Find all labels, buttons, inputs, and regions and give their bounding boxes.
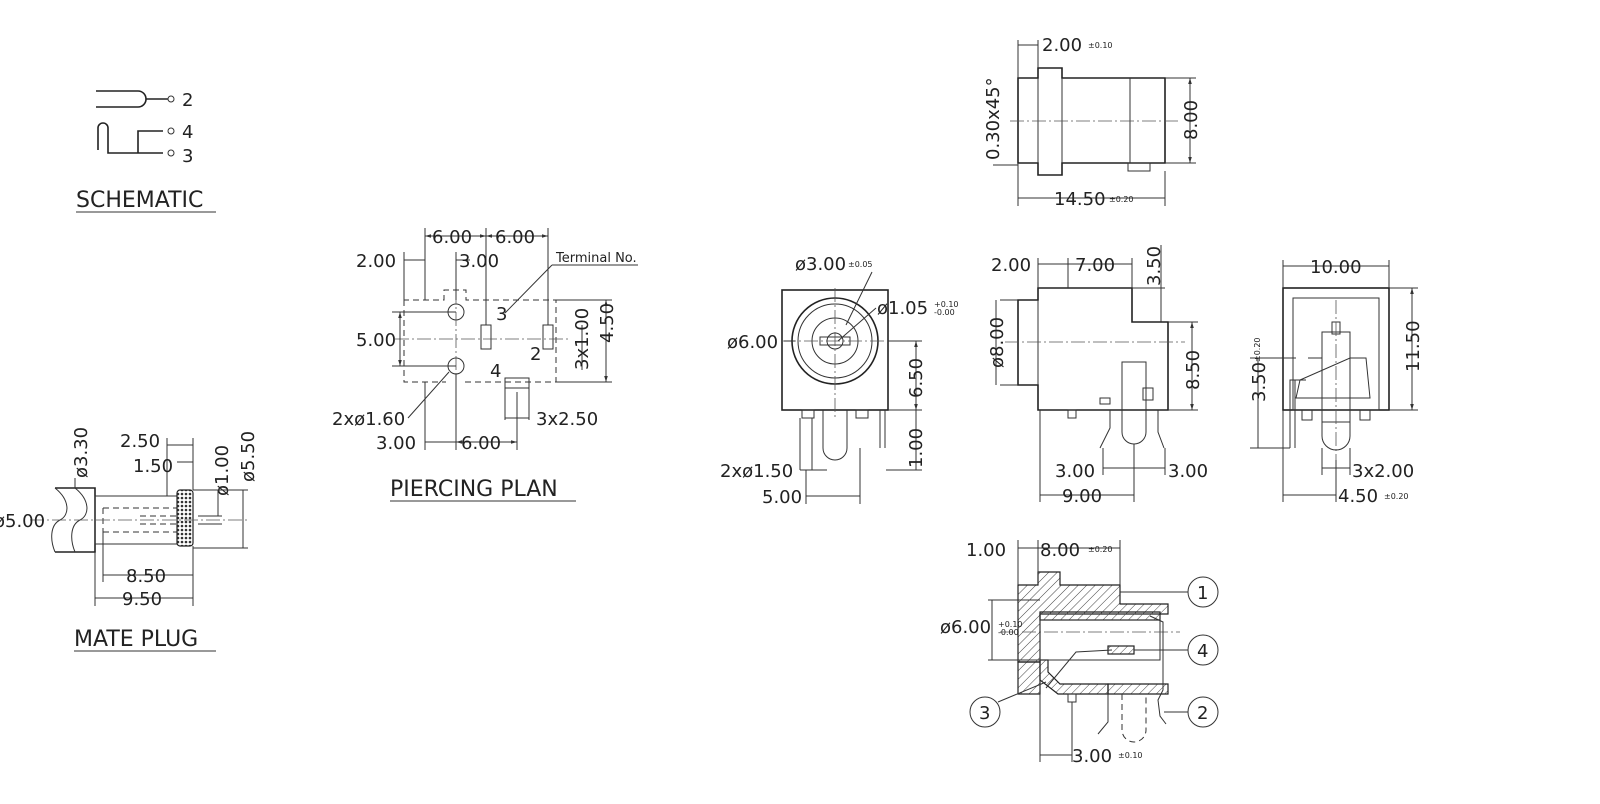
mate-plug: ø3.30 2.50 1.50 ø1.00 ø5.50 ø5.00 8.50 9… [0, 427, 259, 652]
callout-2-label: 2 [1197, 703, 1208, 724]
pp-dim-bot-6-00: 6.00 [461, 433, 501, 454]
sec-dim-8-00: 8.00 [1040, 540, 1080, 561]
callout-4-label: 4 [1197, 641, 1208, 662]
sec-dim-3-00: 3.00 [1072, 746, 1112, 767]
terminal-4-slot [504, 377, 530, 389]
pp-dim-top-a: 6.00 [432, 227, 472, 248]
callout-1-label: 1 [1197, 583, 1208, 604]
fv-dim-6-00: ø6.00 [727, 332, 778, 353]
mp-dim-5-00: ø5.00 [0, 511, 45, 532]
sec-dim-1-00: 1.00 [966, 540, 1006, 561]
pp-terminal-4: 4 [490, 361, 501, 382]
ev-dim-3-50-tol: ±0.20 [1253, 337, 1262, 362]
fv-dim-5-00: 5.00 [762, 487, 802, 508]
tv-dim-2-00: 2.00 [1042, 35, 1082, 56]
ev-dim-10-00: 10.00 [1310, 257, 1362, 278]
fv-dim-3-00: ø3.00 [795, 254, 846, 275]
callout-2 [1187, 696, 1219, 728]
callout-4 [1187, 634, 1219, 666]
sec-dim-6-00: ø6.00 [940, 617, 991, 638]
tv-dim-chamfer: 0.30x45° [983, 77, 1004, 160]
mp-dim-1-00: ø1.00 [212, 445, 233, 496]
side-view: 2.00 7.00 3.50 ø8.00 8.50 3.00 3.00 9.00 [987, 245, 1208, 507]
mp-dim-8-50: 8.50 [126, 566, 166, 587]
pp-dim-top-b: 6.00 [495, 227, 535, 248]
tv-dim-14-50-tol: ±0.20 [1109, 195, 1134, 204]
schematic: 2 4 3 SCHEMATIC [76, 90, 216, 213]
mp-dim-5-50: ø5.50 [238, 431, 259, 482]
tv-dim-14-50: 14.50 [1054, 189, 1106, 210]
callout-3 [969, 696, 1001, 728]
front-view: ø3.00 ±0.05 ø1.05 +0.10 -0.00 ø6.00 6.50… [720, 254, 959, 508]
sv-dim-7-00: 7.00 [1075, 255, 1115, 276]
top-view: 2.00 ±0.10 0.30x45° 8.00 14.50 ±0.20 [983, 35, 1202, 210]
sv-dim-3-00a: 3.00 [1055, 461, 1095, 482]
mp-dim-1-50: 1.50 [133, 456, 173, 477]
schematic-pin-4: 4 [182, 122, 193, 143]
knurl-ring [176, 489, 194, 547]
pin-2-terminal-icon [167, 95, 175, 103]
schematic-pin-3: 3 [182, 146, 193, 167]
fv-dim-3-00-tol: ±0.05 [848, 260, 873, 269]
tv-dim-8-00: 8.00 [1181, 100, 1202, 140]
sv-dim-8-00: ø8.00 [987, 317, 1008, 368]
ev-dim-3x2-00: 3x2.00 [1352, 461, 1414, 482]
schematic-contact-3 [97, 122, 163, 154]
ev-dim-3-50: 3.50 [1249, 362, 1270, 402]
terminal-no-label: Terminal No. [555, 251, 637, 266]
callout-1 [1187, 576, 1219, 608]
callout-3-label: 3 [979, 703, 990, 724]
pp-dim-3-00: 3.00 [459, 251, 499, 272]
ev-dim-11-50: 11.50 [1403, 320, 1424, 372]
pp-dim-bot-3-00: 3.00 [376, 433, 416, 454]
schematic-contact-2 [96, 90, 147, 108]
schematic-title: SCHEMATIC [76, 188, 203, 213]
fv-dim-1-05-tol-up: +0.10 [934, 300, 959, 309]
sv-dim-3-50: 3.50 [1144, 246, 1165, 286]
ev-dim-4-50: 4.50 [1338, 486, 1378, 507]
fv-dim-2x1-50: 2xø1.50 [720, 461, 793, 482]
ev-dim-4-50-tol: ±0.20 [1384, 492, 1409, 501]
fv-dim-1-05-tol-dn: -0.00 [934, 308, 955, 317]
sv-dim-9-00: 9.00 [1062, 486, 1102, 507]
sv-dim-3-00b: 3.00 [1168, 461, 1208, 482]
sv-dim-2-00: 2.00 [991, 255, 1031, 276]
sec-dim-6-00-tol-dn: -0.00 [998, 628, 1019, 637]
section-view: 1.00 8.00 ±0.20 ø6.00 +0.10 -0.00 3.00 ±… [940, 540, 1219, 767]
sec-dim-8-00-tol: ±0.20 [1088, 545, 1113, 554]
fv-dim-1-00: 1.00 [906, 428, 927, 468]
mp-dim-3-30: ø3.30 [71, 427, 92, 478]
pp-dim-5-00: 5.00 [356, 330, 396, 351]
sec-dim-6-00-tol-up: +0.10 [998, 620, 1023, 629]
terminal-3-slot [480, 324, 492, 350]
schematic-pin-2: 2 [182, 90, 193, 111]
pp-dim-4-50: 4.50 [597, 303, 618, 343]
mp-dim-9-50: 9.50 [122, 589, 162, 610]
pin-4-terminal-icon [167, 127, 175, 135]
terminal-2-slot [542, 324, 554, 350]
tv-dim-2-00-tol: ±0.10 [1088, 41, 1113, 50]
pp-dim-2-00: 2.00 [356, 251, 396, 272]
fv-dim-1-05: ø1.05 [877, 298, 928, 319]
sv-dim-8-50: 8.50 [1183, 350, 1204, 390]
fv-dim-6-50: 6.50 [906, 358, 927, 398]
end-view: 10.00 11.50 3.50 ±0.20 3x2.00 4.50 ±0.20 [1249, 257, 1424, 507]
pp-dim-3x1-00: 3x1.00 [572, 308, 593, 370]
pp-dim-2x1-60: 2xø1.60 [332, 409, 405, 430]
sec-dim-3-00-tol: ±0.10 [1118, 751, 1143, 760]
pp-dim-3x2-50: 3x2.50 [536, 409, 598, 430]
schematic-contact-4 [137, 130, 163, 153]
pin-3-terminal-icon [167, 149, 175, 157]
mate-plug-title: MATE PLUG [74, 627, 198, 652]
piercing-plan: 6.00 6.00 2.00 3.00 Terminal No. 3 2 4 5… [332, 227, 638, 502]
pp-terminal-3: 3 [496, 304, 507, 325]
pp-terminal-2: 2 [530, 344, 541, 365]
mp-dim-2-50: 2.50 [120, 431, 160, 452]
piercing-plan-title: PIERCING PLAN [390, 477, 558, 502]
